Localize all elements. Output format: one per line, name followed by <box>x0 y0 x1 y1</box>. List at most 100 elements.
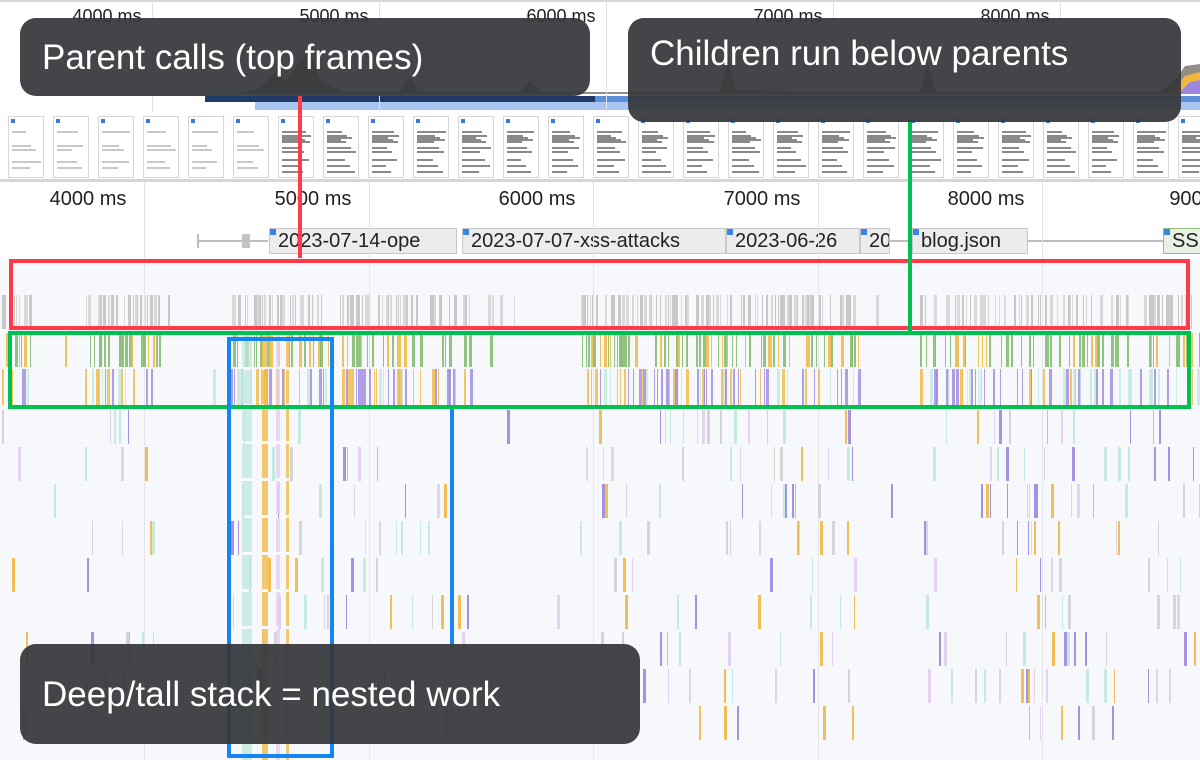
flame-call-bar[interactable] <box>412 333 415 367</box>
flame-call-bar[interactable] <box>1034 521 1036 555</box>
flame-call-bar[interactable] <box>1119 369 1121 405</box>
flame-call-bar[interactable] <box>716 295 719 329</box>
flame-call-bar[interactable] <box>1151 295 1154 329</box>
flame-call-bar[interactable] <box>1167 558 1168 592</box>
flame-call-bar[interactable] <box>986 484 989 518</box>
flame-call-bar[interactable] <box>299 521 302 555</box>
flame-call-bar[interactable] <box>679 632 681 666</box>
flame-call-bar[interactable] <box>455 369 456 405</box>
flame-call-bar[interactable] <box>242 518 252 552</box>
flame-call-bar[interactable] <box>980 295 983 329</box>
flame-call-bar[interactable] <box>1021 333 1022 367</box>
flame-call-bar[interactable] <box>656 295 657 329</box>
flame-call-bar[interactable] <box>955 333 958 367</box>
flame-call-bar[interactable] <box>324 595 325 629</box>
flame-call-bar[interactable] <box>376 558 378 592</box>
flame-call-bar[interactable] <box>727 295 728 329</box>
flame-call-bar[interactable] <box>789 295 792 329</box>
flame-call-bar[interactable] <box>1026 295 1029 329</box>
flame-call-bar[interactable] <box>98 295 100 329</box>
flame-call-bar[interactable] <box>686 333 688 367</box>
flame-call-bar[interactable] <box>85 369 87 405</box>
flame-call-bar[interactable] <box>700 369 701 405</box>
flame-call-bar[interactable] <box>797 295 798 329</box>
flame-call-bar[interactable] <box>1068 295 1070 329</box>
flame-call-bar[interactable] <box>260 333 262 367</box>
flame-call-bar[interactable] <box>467 595 469 629</box>
flame-call-bar[interactable] <box>1157 595 1160 629</box>
flame-call-bar[interactable] <box>644 295 647 329</box>
flame-call-bar[interactable] <box>101 333 102 367</box>
flame-call-bar[interactable] <box>622 295 625 329</box>
flame-call-bar[interactable] <box>325 369 327 405</box>
flame-call-bar[interactable] <box>702 410 705 444</box>
flame-call-bar[interactable] <box>233 333 236 367</box>
flame-call-bar[interactable] <box>792 484 794 518</box>
flame-call-bar[interactable] <box>984 369 985 405</box>
flame-call-bar[interactable] <box>356 369 357 405</box>
screenshot-thumbnail[interactable] <box>998 116 1034 178</box>
flame-call-bar[interactable] <box>682 447 684 481</box>
flame-call-bar[interactable] <box>783 410 786 444</box>
flame-call-bar[interactable] <box>767 410 768 444</box>
flame-call-bar[interactable] <box>276 592 280 626</box>
flame-call-bar[interactable] <box>831 333 833 367</box>
flame-call-bar[interactable] <box>361 369 364 405</box>
flame-call-bar[interactable] <box>771 484 772 518</box>
flame-call-bar[interactable] <box>383 333 384 367</box>
flame-call-bar[interactable] <box>85 447 87 481</box>
flame-call-bar[interactable] <box>1154 447 1156 481</box>
flame-call-bar[interactable] <box>775 295 776 329</box>
flame-call-bar[interactable] <box>122 521 123 555</box>
network-request[interactable]: SS <box>1163 228 1200 254</box>
flame-call-bar[interactable] <box>709 295 711 329</box>
flame-call-bar[interactable] <box>1031 521 1032 555</box>
flame-call-bar[interactable] <box>593 333 596 367</box>
flame-call-bar[interactable] <box>802 369 804 405</box>
flame-call-bar[interactable] <box>1104 447 1107 481</box>
flame-call-bar[interactable] <box>356 295 358 329</box>
flame-call-bar[interactable] <box>711 333 712 367</box>
flame-call-bar[interactable] <box>1075 369 1076 405</box>
flame-call-bar[interactable] <box>363 558 366 592</box>
flame-call-bar[interactable] <box>1063 295 1065 329</box>
flame-call-bar[interactable] <box>1017 521 1018 555</box>
flame-call-bar[interactable] <box>1051 484 1054 518</box>
flame-call-bar[interactable] <box>830 295 831 329</box>
flame-call-bar[interactable] <box>65 333 67 367</box>
flame-call-bar[interactable] <box>387 333 389 367</box>
flame-call-bar[interactable] <box>392 333 394 367</box>
flame-call-bar[interactable] <box>112 369 114 405</box>
flame-call-bar[interactable] <box>1009 410 1011 444</box>
flame-call-bar[interactable] <box>805 295 808 329</box>
screenshot-thumbnail[interactable] <box>53 116 89 178</box>
flame-call-bar[interactable] <box>944 632 946 666</box>
flame-call-bar[interactable] <box>1052 632 1055 666</box>
flame-call-bar[interactable] <box>2 410 4 444</box>
flame-call-bar[interactable] <box>323 369 324 405</box>
screenshot-thumbnail[interactable] <box>1043 116 1079 178</box>
flame-call-bar[interactable] <box>1178 333 1180 367</box>
flame-call-bar[interactable] <box>1118 521 1120 555</box>
flame-call-bar[interactable] <box>625 595 628 629</box>
flame-call-bar[interactable] <box>816 333 817 367</box>
flame-call-bar[interactable] <box>946 410 947 444</box>
flame-call-bar[interactable] <box>670 410 671 444</box>
flame-call-bar[interactable] <box>8 333 11 367</box>
flame-call-bar[interactable] <box>411 295 413 329</box>
flame-call-bar[interactable] <box>770 558 773 592</box>
flame-call-bar[interactable] <box>1111 333 1114 367</box>
flame-call-bar[interactable] <box>351 369 354 405</box>
flame-call-bar[interactable] <box>454 295 457 329</box>
flame-call-bar[interactable] <box>347 333 348 367</box>
flame-call-bar[interactable] <box>672 295 675 329</box>
flame-call-bar[interactable] <box>290 295 291 329</box>
flame-call-bar[interactable] <box>1191 333 1193 367</box>
flame-call-bar[interactable] <box>145 447 148 481</box>
flame-call-bar[interactable] <box>247 295 248 329</box>
flame-call-bar[interactable] <box>1156 669 1158 703</box>
flame-call-bar[interactable] <box>342 333 344 367</box>
flame-call-bar[interactable] <box>1156 333 1158 367</box>
flame-call-bar[interactable] <box>649 295 651 329</box>
